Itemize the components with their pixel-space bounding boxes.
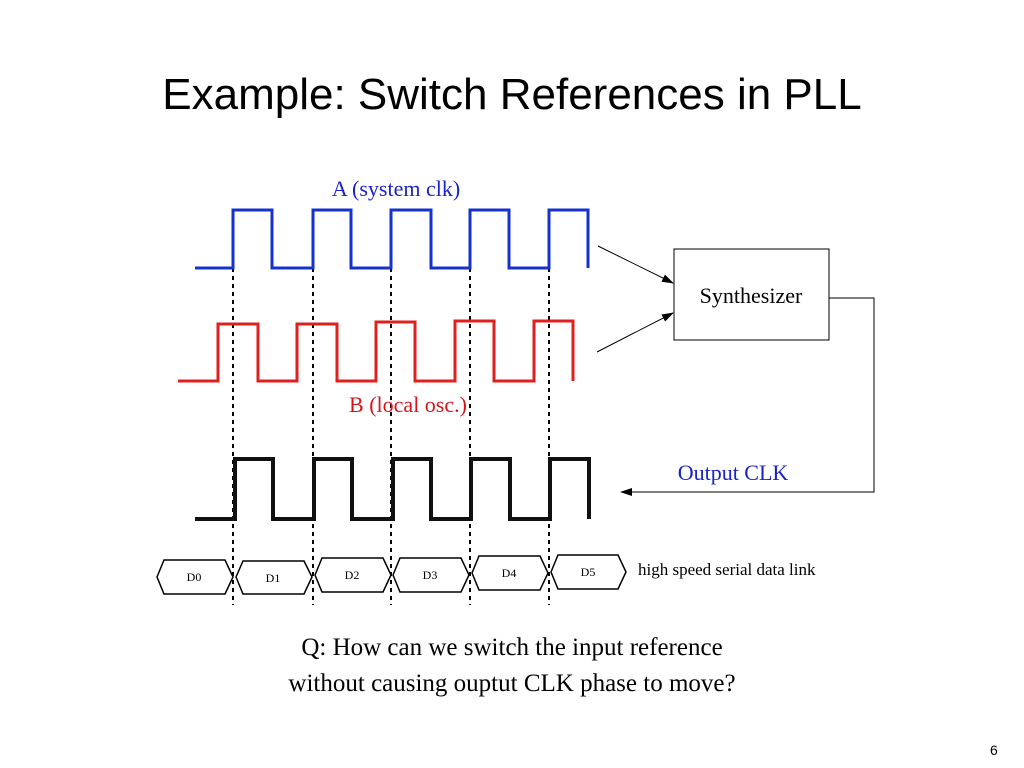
arrow-b-to-synth (596, 312, 674, 353)
data-cell-label: D1 (266, 571, 281, 585)
clock-a-waveform (195, 208, 590, 270)
synthesizer-block (673, 248, 830, 341)
data-cell-d5 (550, 554, 627, 590)
question-line-1: Q: How can we switch the input reference (301, 634, 723, 661)
data-cell-d0 (156, 559, 234, 595)
data-cell-d1 (235, 560, 313, 595)
data-cell-label: D3 (423, 568, 438, 582)
output-clk-label: Output CLK (678, 460, 789, 485)
clock-b-label: B (local osc.) (349, 392, 467, 417)
data-link-cells (156, 554, 627, 595)
question-line-2: without causing ouptut CLK phase to move… (288, 670, 736, 697)
clock-a-label: A (system clk) (332, 176, 460, 201)
data-cell-labels: D0 D1 D2 D3 D4 D5 (187, 565, 596, 585)
data-cell-label: D2 (345, 568, 360, 582)
question-text: Q: How can we switch the input reference… (0, 630, 1024, 702)
data-cell-d4 (471, 555, 549, 591)
output-clk-waveform (195, 457, 591, 521)
data-cell-label: D4 (502, 566, 517, 580)
synthesizer-label: Synthesizer (700, 283, 803, 308)
arrow-a-to-synth (597, 245, 674, 284)
clock-b-waveform (178, 319, 575, 383)
alignment-lines (232, 268, 550, 605)
data-cell-d2 (314, 557, 392, 593)
slide-title: Example: Switch References in PLL (162, 70, 862, 119)
data-cell-label: D5 (581, 565, 596, 579)
data-cell-d3 (392, 557, 470, 593)
page-number: 6 (990, 742, 998, 758)
data-cell-label: D0 (187, 570, 202, 584)
output-feedback-path (620, 297, 875, 496)
data-link-label: high speed serial data link (638, 560, 816, 579)
